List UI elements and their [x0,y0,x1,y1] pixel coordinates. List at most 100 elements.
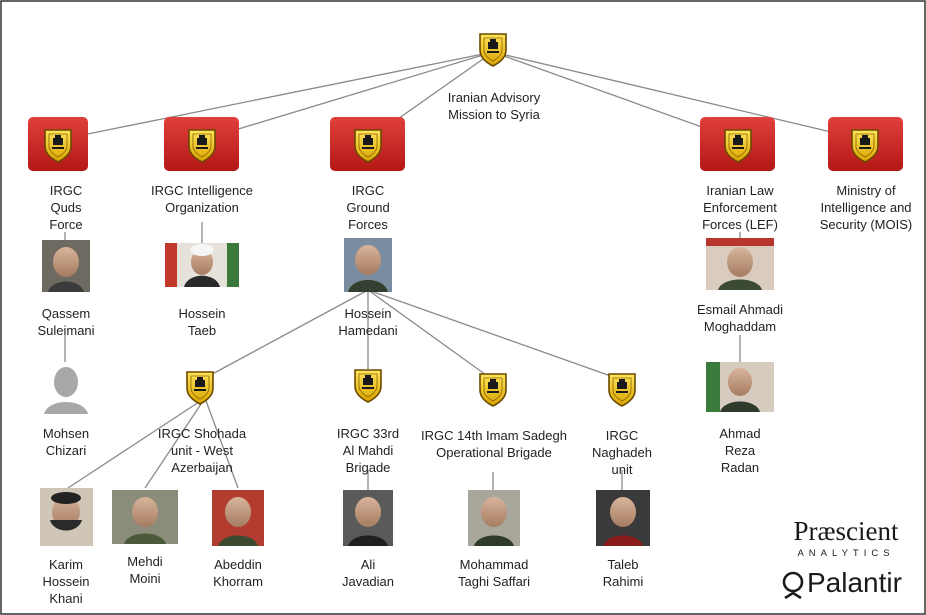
node-shohada-label-line: unit - West [171,443,233,458]
node-ground-label-line: Forces [348,217,388,232]
person-name-line: Rahimi [603,574,644,589]
photo-khorram [212,490,264,546]
person-name-line: Karim [49,557,83,572]
node-mahdi-label-line: Al Mahdi [343,443,394,458]
person-radan-label: Ahmad Reza Radan [719,426,760,475]
node-shohada-label-line: IRGC Shohada [158,426,247,441]
person-chizari-label: Mohsen Chizari [43,426,89,458]
person-saffari-label: Mohammad Taghi Saffari [458,557,530,589]
person-name-line: Moghaddam [704,319,776,334]
person-name-line: Hamedani [338,323,397,338]
person-name-line: Abeddin [214,557,262,572]
person-name-line: Qassem [42,306,90,321]
node-mahdi-label: IRGC 33rd Al Mahdi Brigade [337,426,399,475]
person-name-line: Taghi Saffari [458,574,530,589]
connector [492,51,739,141]
node-sadegh-label-line: IRGC 14th Imam Sadegh [421,428,567,443]
palantir-mark-icon [782,571,804,600]
person-name-line: Khorram [213,574,263,589]
node-mois-label-line: Intelligence and [820,200,911,215]
person-taeb-label: Hossein Taeb [179,306,226,338]
node-intel-label-line: IRGC Intelligence [151,183,253,198]
node-lef-badge [700,117,775,171]
node-mois-label-line: Ministry of [836,183,896,198]
node-quds-label: IRGC Quds Force [49,183,82,232]
connector [367,289,623,381]
node-quds-label-line: Force [49,217,82,232]
person-name-line: Suleimani [37,323,94,338]
node-intel-badge [164,117,239,171]
person-rahimi-label: Taleb Rahimi [603,557,644,589]
person-name-line: Taeb [188,323,216,338]
connector [204,397,239,489]
node-ground-label: IRGC Ground Forces [346,183,389,232]
connector [144,397,206,489]
connector [367,289,494,381]
photo-hamedani [344,238,392,292]
praescient-wordmark: Præscient [794,516,899,546]
node-quds-label-line: IRGC [50,183,83,198]
node-lef-label-line: Enforcement [703,200,777,215]
node-mahdi-label-line: Brigade [346,460,391,475]
node-ground-badge [330,117,405,171]
connector [57,51,494,141]
node-mois-label-line: Security (MOIS) [820,217,912,232]
node-mois-badge [828,117,903,171]
node-root-label: Iranian Advisory Mission to Syria [448,90,541,122]
person-name-line: Hossein [43,574,90,589]
photo-suleimani [42,240,90,292]
person-moghaddam-label: Esmail Ahmadi Moghaddam [697,302,783,334]
node-ground-label-line: Ground [346,200,389,215]
node-sadegh-label-line: Operational Brigade [436,445,552,460]
person-name-line: Khani [49,591,82,606]
person-name-line: Ahmad [719,426,760,441]
person-hamedani-label: Hossein Hamedani [338,306,397,338]
connector-lines [57,51,866,490]
node-intel-label-line: Organization [165,200,239,215]
photo-saffari [468,490,520,546]
node-root-label-line: Mission to Syria [448,107,541,122]
node-mois-label: Ministry of Intelligence and Security (M… [820,183,912,232]
analytics-wordmark: ANALYTICS [797,548,894,559]
photo-khani [40,488,93,546]
person-suleimani-label: Qassem Suleimani [37,306,94,338]
person-moini-label: Mehdi Moini [127,554,163,586]
person-name-line: Hossein [345,306,392,321]
person-name-line: Chizari [46,443,87,458]
person-javadian-label: Ali Javadian [342,557,394,589]
node-quds-label-line: Quds [50,200,82,215]
node-shohada-label-line: Azerbaijan [171,460,232,475]
node-lef-label: Iranian Law Enforcement Forces (LEF) [702,183,778,232]
photo-moini [112,490,178,544]
person-khorram-label: Abeddin Khorram [213,557,263,589]
person-name-line: Reza [725,443,756,458]
person-name-line: Moini [129,571,160,586]
person-name-line: Mehdi [127,554,163,569]
node-intel-label: IRGC Intelligence Organization [151,183,253,215]
photo-chizari-silhouette [42,362,90,414]
connector [67,397,206,489]
node-naghadeh-label-line: unit [612,462,633,477]
palantir-wordmark: Palantir [807,567,902,598]
node-naghadeh-label: IRGC Naghadeh unit [592,428,652,477]
person-name-line: Taleb [607,557,638,572]
person-name-line: Javadian [342,574,394,589]
person-name-line: Hossein [179,306,226,321]
person-name-line: Ali [361,557,376,572]
node-lef-label-line: Forces (LEF) [702,217,778,232]
node-mahdi-label-line: IRGC 33rd [337,426,399,441]
connector [204,289,369,379]
praescient-logo: Præscient ANALYTICS [794,516,899,559]
person-name-line: Mohsen [43,426,89,441]
photo-javadian [343,490,393,546]
person-name-line: Mohammad [460,557,529,572]
node-naghadeh-label-line: Naghadeh [592,445,652,460]
person-name-line: Esmail Ahmadi [697,302,783,317]
photo-radan [706,362,774,412]
node-quds-badge [28,117,88,171]
connector [201,51,494,141]
node-lef-label-line: Iranian Law [706,183,774,198]
node-root-label-line: Iranian Advisory [448,90,541,105]
photo-taeb [165,243,239,287]
